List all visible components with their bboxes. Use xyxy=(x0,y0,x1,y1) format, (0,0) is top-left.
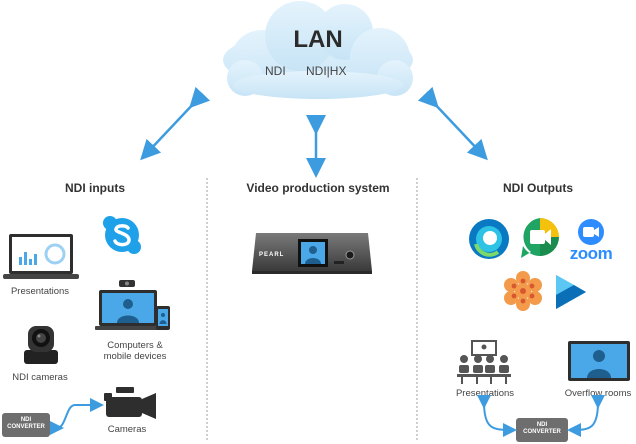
column-title-production: Video production system xyxy=(246,181,390,195)
converter-label-line1: NDI xyxy=(20,417,32,423)
laptop-presentation-icon xyxy=(3,234,79,279)
label-computers-line2: mobile devices xyxy=(103,351,167,362)
divider-right xyxy=(416,178,418,440)
pearl-device xyxy=(252,233,372,274)
skype-icon xyxy=(103,216,141,254)
arrow-inputs xyxy=(140,86,211,161)
converter-label-line1: NDI xyxy=(536,422,548,428)
ndi-converter-outputs: NDI CONVERTER xyxy=(516,418,568,442)
cloud-subtitle-ndi: NDI xyxy=(265,64,286,78)
google-meet-icon xyxy=(521,218,559,258)
divider-left xyxy=(206,178,208,440)
zoom-wordmark: zoom xyxy=(569,244,613,263)
cloud-subtitle-ndi-hx: NDI|HX xyxy=(306,64,347,78)
ptz-camera-icon xyxy=(24,326,58,364)
label-overflow-rooms: Overflow rooms xyxy=(564,388,632,399)
wowza-icon xyxy=(504,271,542,311)
overflow-monitor-icon xyxy=(568,341,630,381)
zoom-icon xyxy=(578,219,604,245)
pearl-brand-label: PEARL xyxy=(259,252,285,258)
cloud-title: LAN xyxy=(293,26,343,53)
label-output-presentations: Presentations xyxy=(455,388,515,399)
label-ndi-cameras: NDI cameras xyxy=(12,372,68,383)
label-presentations: Presentations xyxy=(10,286,70,297)
webex-icon xyxy=(469,219,509,259)
converter-label-line2: CONVERTER xyxy=(7,424,45,430)
audience-presentation-icon xyxy=(457,340,511,384)
arrow-outputs xyxy=(417,86,488,161)
label-computers-line1: Computers & xyxy=(107,340,163,351)
ndi-converter-inputs: NDI CONVERTER xyxy=(2,413,50,437)
label-cameras: Cameras xyxy=(107,424,147,435)
converter-label-line2: CONVERTER xyxy=(523,429,561,435)
column-title-outputs: NDI Outputs xyxy=(503,181,573,195)
stream-play-icon xyxy=(556,275,586,309)
computer-webcam-icon xyxy=(95,280,170,330)
camcorder-icon xyxy=(104,387,156,419)
column-title-inputs: NDI inputs xyxy=(65,181,125,195)
